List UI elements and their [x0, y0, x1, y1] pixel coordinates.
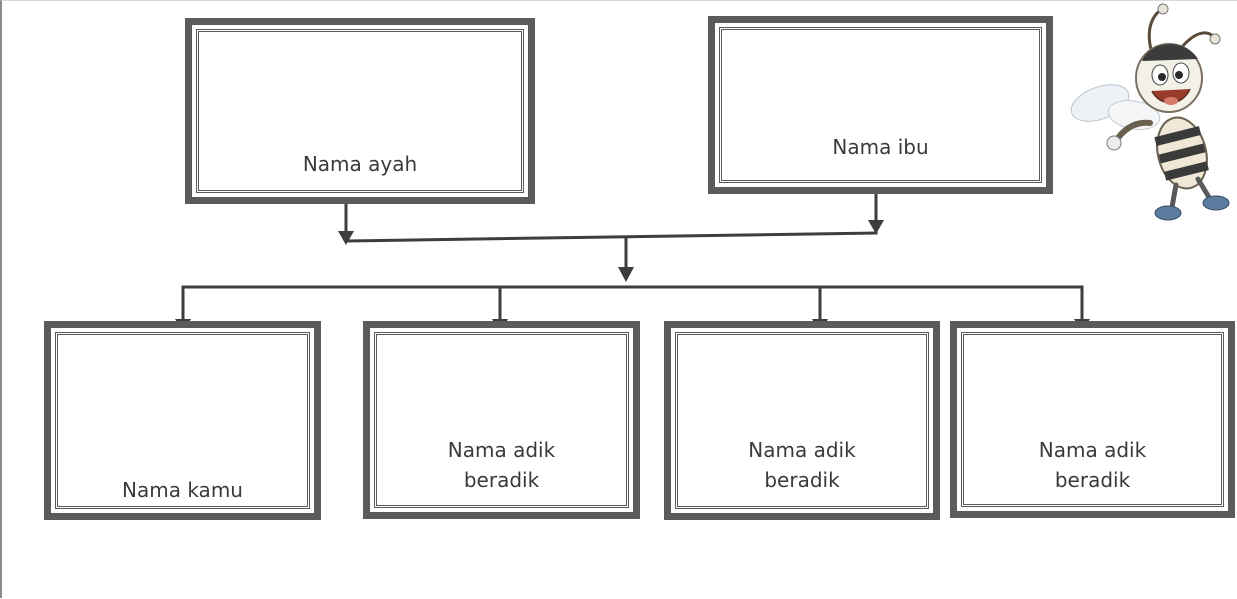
child-box-sibling-2: Nama adik beradik	[664, 321, 940, 520]
bee-mascot-icon	[1070, 3, 1230, 221]
child-box-sibling-1: Nama adik beradik	[363, 321, 640, 519]
sibling-name-label: Nama adik beradik	[1038, 438, 1147, 492]
child-box-sibling-3: Nama adik beradik	[950, 321, 1235, 518]
child-box-self: Nama kamu	[44, 321, 321, 520]
sibling-name-label: Nama adik beradik	[447, 438, 556, 492]
mother-name-label: Nama ibu	[832, 135, 929, 159]
child-name-label: Nama kamu	[122, 478, 243, 502]
father-name-label: Nama ayah	[302, 152, 418, 176]
father-arrowhead	[338, 231, 354, 245]
sibling-name-label: Nama adik beradik	[748, 438, 856, 492]
parent-connector-line	[344, 231, 878, 243]
mother-arrowhead	[868, 220, 884, 234]
center-arrowhead	[618, 267, 634, 282]
mother-box: Nama ibu	[708, 16, 1053, 194]
father-box: Nama ayah	[185, 18, 535, 204]
